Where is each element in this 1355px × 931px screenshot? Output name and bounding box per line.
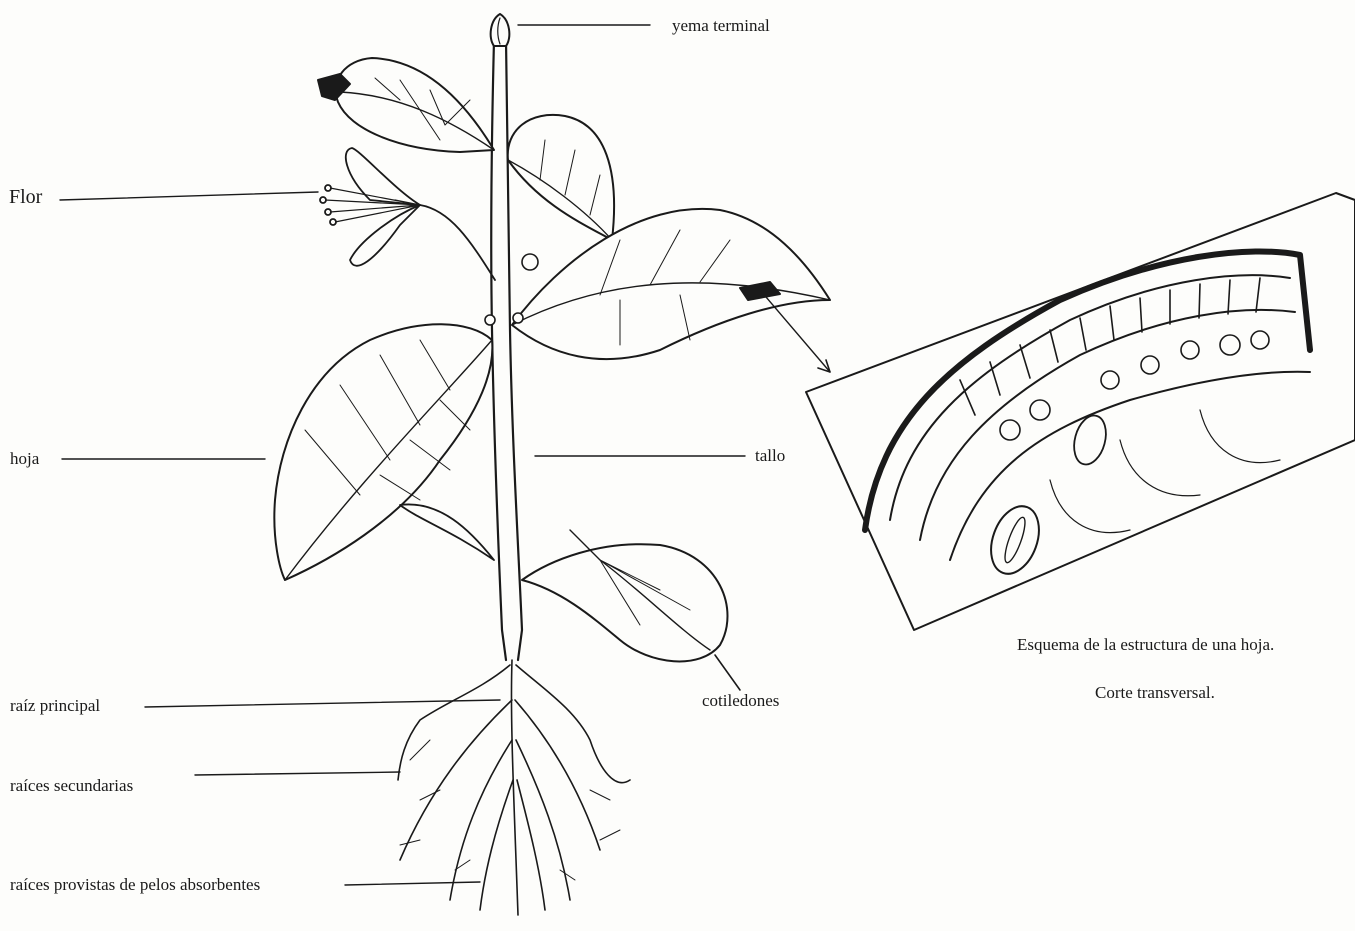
leaf-big-left	[274, 324, 492, 580]
roots	[398, 660, 630, 915]
leaf-top-left	[318, 58, 494, 152]
leaf-top-right	[508, 115, 614, 240]
inset-caption-title: Esquema de la estructura de una hoja.	[1017, 636, 1274, 653]
flower	[320, 148, 495, 280]
label-flor: Flor	[9, 187, 42, 207]
label-cotiledones: cotiledones	[702, 692, 779, 709]
leaf-lower-left	[400, 504, 494, 560]
label-hoja: hoja	[10, 450, 39, 467]
label-raices-secundarias: raíces secundarias	[10, 777, 133, 794]
leaf-cross-section-inset	[806, 193, 1355, 630]
label-tallo: tallo	[755, 447, 785, 464]
cotyledon	[522, 530, 740, 690]
leaf-mid-right	[512, 209, 830, 359]
label-raices-pelos-absorbentes: raíces provistas de pelos absorbentes	[10, 876, 260, 893]
terminal-bud	[491, 14, 510, 46]
label-yema-terminal: yema terminal	[672, 17, 770, 34]
label-raiz-principal: raíz principal	[10, 697, 100, 714]
inset-caption-subtitle: Corte transversal.	[1095, 684, 1215, 701]
